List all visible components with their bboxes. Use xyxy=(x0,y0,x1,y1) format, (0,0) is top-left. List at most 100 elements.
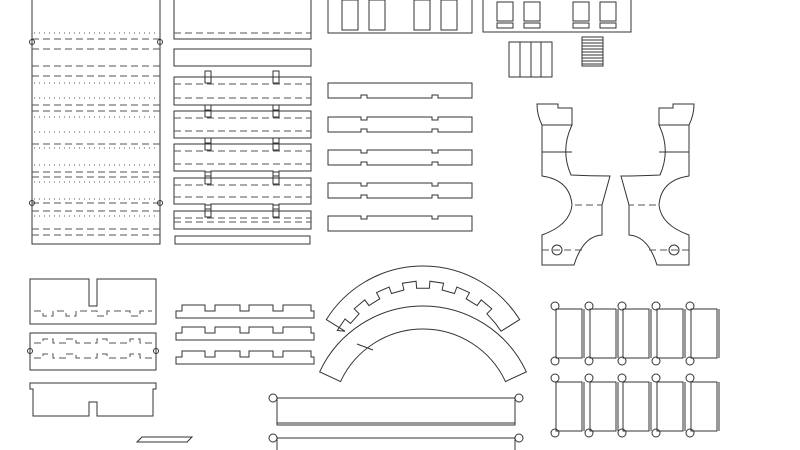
slot xyxy=(204,70,212,84)
hinge-hole xyxy=(651,301,661,311)
hinge-hole xyxy=(617,301,627,311)
bracket-right xyxy=(620,103,695,266)
hinge-cell xyxy=(555,308,583,359)
hinge-cell xyxy=(589,308,617,359)
long-rails xyxy=(268,393,524,450)
hinge-cell-grid xyxy=(550,301,720,438)
bolt-hole xyxy=(551,244,563,256)
strip-outline xyxy=(173,110,312,144)
tab-panel xyxy=(29,332,157,371)
small-slot xyxy=(572,22,590,29)
slotted-strip-column xyxy=(173,0,312,245)
toothed-arc xyxy=(325,265,521,332)
hinge-hole xyxy=(685,301,695,311)
slot xyxy=(204,137,212,151)
small-slot xyxy=(523,22,541,29)
slotted-strip xyxy=(173,171,312,210)
tab-fold-line xyxy=(34,310,152,317)
notched-bar xyxy=(327,182,473,199)
tabbed-strip xyxy=(175,326,315,341)
pin-hole xyxy=(157,39,163,45)
window-cutout xyxy=(599,1,617,22)
pin-hole xyxy=(27,348,33,354)
arc-end-line xyxy=(356,343,374,351)
window-panel xyxy=(482,0,632,33)
pin-hole xyxy=(29,200,35,206)
pin-hole xyxy=(153,348,159,354)
hinge-hole xyxy=(617,356,627,366)
window-panel xyxy=(327,0,473,34)
hinge-cell xyxy=(656,308,684,359)
hinge-cell xyxy=(589,381,617,432)
window-cutout xyxy=(496,1,514,22)
slot xyxy=(272,137,280,151)
window-cutout xyxy=(572,1,590,22)
hinge-cell xyxy=(690,381,718,432)
slotted-strip xyxy=(173,70,312,111)
hinge-hole xyxy=(550,301,560,311)
hinge-hole xyxy=(550,428,560,438)
slotted-panel xyxy=(29,278,157,325)
strip-outline xyxy=(173,76,312,111)
hinge-hole xyxy=(584,428,594,438)
slotted-strip xyxy=(173,204,312,230)
plain-strip xyxy=(173,48,312,67)
panel-outline xyxy=(31,0,161,245)
window-cutout xyxy=(440,0,458,31)
notched-bar xyxy=(327,116,473,133)
hinge-hole xyxy=(584,373,594,383)
tabbed-strip xyxy=(175,350,315,365)
tabbed-strip xyxy=(175,304,315,319)
rail-end-hole xyxy=(514,393,524,403)
top-right-parts xyxy=(482,0,632,78)
slot xyxy=(204,204,212,218)
slot xyxy=(272,104,280,118)
notched-bar xyxy=(327,215,473,232)
slotted-strip xyxy=(173,104,312,144)
slot xyxy=(204,171,212,185)
window-cutout xyxy=(368,0,386,31)
hinge-hole xyxy=(617,373,627,383)
notched-bar xyxy=(327,82,473,99)
hinge-cell xyxy=(555,381,583,432)
base-panel xyxy=(29,382,157,417)
hinge-hole xyxy=(685,373,695,383)
slotted-strip xyxy=(173,137,312,177)
pin-hole xyxy=(157,200,163,206)
bracket-outline xyxy=(536,103,611,266)
hinge-hole xyxy=(584,356,594,366)
small-slot xyxy=(496,22,514,29)
hinge-cell xyxy=(690,308,718,359)
hinge-hole xyxy=(584,301,594,311)
rail-end-hole xyxy=(268,393,278,403)
rail-end-hole xyxy=(514,433,524,443)
strip-outline xyxy=(173,210,312,230)
hinge-hole xyxy=(651,373,661,383)
tab-fold-line xyxy=(34,353,152,359)
strip-outline xyxy=(173,177,312,210)
window-cutout xyxy=(341,0,359,31)
hinge-hole xyxy=(685,428,695,438)
rail xyxy=(276,397,516,426)
slot xyxy=(272,70,280,84)
bolt-hole xyxy=(668,244,680,256)
slot xyxy=(204,104,212,118)
bottom-left-panels xyxy=(27,278,194,443)
top-panel xyxy=(173,0,312,40)
hinge-hole xyxy=(550,373,560,383)
hinge-cell xyxy=(656,381,684,432)
hinge-cell xyxy=(622,308,650,359)
arc-pieces xyxy=(319,265,527,383)
hinge-hole xyxy=(685,356,695,366)
tabbed-strips xyxy=(175,304,315,365)
hinge-hole xyxy=(651,428,661,438)
notched-bar xyxy=(327,149,473,166)
pin-hole xyxy=(29,39,35,45)
hinge-hole xyxy=(550,356,560,366)
bottom-bar xyxy=(174,235,311,245)
strip-outline xyxy=(173,143,312,177)
rail-end-hole xyxy=(268,433,278,443)
hinge-hole xyxy=(651,356,661,366)
small-shim xyxy=(135,436,194,443)
